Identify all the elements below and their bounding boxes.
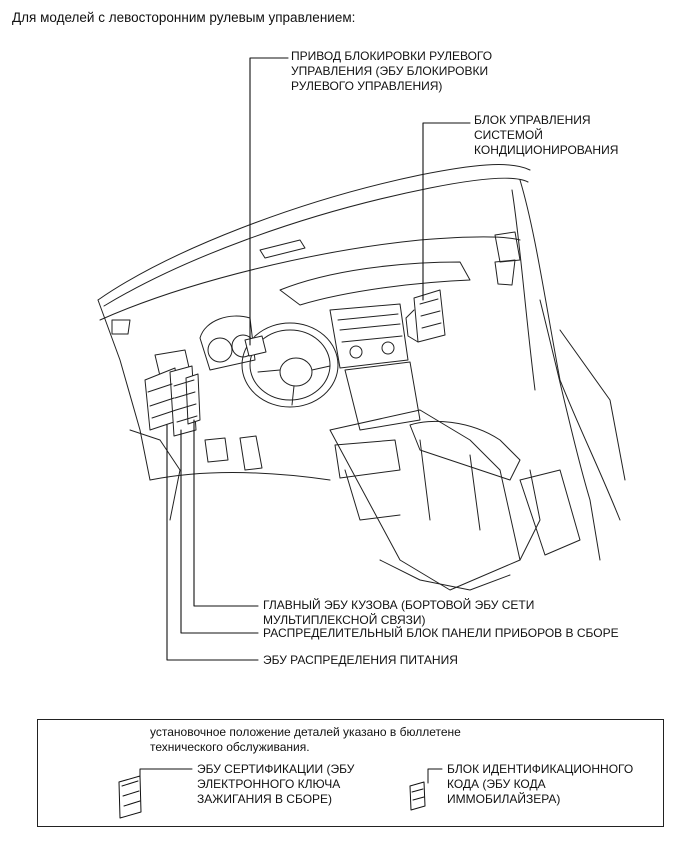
- steering-hub: [279, 357, 313, 387]
- note-box: [37, 719, 664, 827]
- windshield-edge: [97, 164, 531, 301]
- center-console: [329, 409, 521, 591]
- dash-line-1: [99, 236, 521, 321]
- steering-wheel: [241, 322, 339, 408]
- label-immobilizer: БЛОК ИДЕНТИФИКАЦИОННОГО КОДА (ЭБУ КОДА И…: [447, 762, 634, 806]
- label-junction-block: РАСПРЕДЕЛИТЕЛЬНЫЙ БЛОК ПАНЕЛИ ПРИБОРОВ В…: [263, 626, 619, 640]
- leader-main-body-ecu: [193, 419, 259, 607]
- page-heading: Для моделей с левосторонним рулевым упра…: [12, 10, 356, 25]
- label-main-body-ecu: ГЛАВНЫЙ ЭБУ КУЗОВА (БОРТОВОЙ ЭБУ СЕТИ МУ…: [263, 598, 535, 627]
- floor-edge: [149, 472, 331, 481]
- defroster-vent: [259, 239, 306, 259]
- main-body-ecu-part: [185, 373, 201, 425]
- leader-junction-block: [180, 429, 259, 634]
- brake-pedal: [204, 437, 229, 463]
- lower-console: [344, 361, 421, 431]
- cert-ecu-part: [118, 775, 142, 819]
- leader-power-ecu: [166, 424, 259, 661]
- a-pillar-left: [97, 299, 151, 481]
- label-cert-ecu: ЭБУ СЕРТИФИКАЦИИ (ЭБУ ЭЛЕКТРОННОГО КЛЮЧА…: [197, 762, 355, 806]
- leader-immobilizer: [427, 768, 443, 784]
- ac-control-module: [413, 289, 446, 343]
- label-power-ecu: ЭБУ РАСПРЕДЕЛЕНИЯ ПИТАНИЯ: [263, 653, 458, 667]
- label-ac-unit: БЛОК УПРАВЛЕНИЯ СИСТЕМОЙ КОНДИЦИОНИРОВАН…: [474, 113, 619, 157]
- label-steering-lock: ПРИВОД БЛОКИРОВКИ РУЛЕВОГО УПРАВЛЕНИЯ (Э…: [291, 49, 493, 93]
- a-pillar-right: [519, 179, 621, 521]
- center-stack: [329, 303, 409, 369]
- armrest: [409, 420, 521, 481]
- leader-ac-unit: [422, 122, 471, 301]
- steering-lock-part: [244, 335, 267, 357]
- accelerator-pedal: [239, 435, 263, 471]
- note-text: установочное положение деталей указано в…: [150, 725, 461, 754]
- leader-cert-ecu: [139, 768, 193, 779]
- upper-panel: [279, 261, 471, 306]
- left-vent: [111, 319, 131, 335]
- dashboard-top-edge: [103, 177, 529, 307]
- right-vent: [494, 231, 521, 263]
- leader-steering-lock: [249, 57, 289, 346]
